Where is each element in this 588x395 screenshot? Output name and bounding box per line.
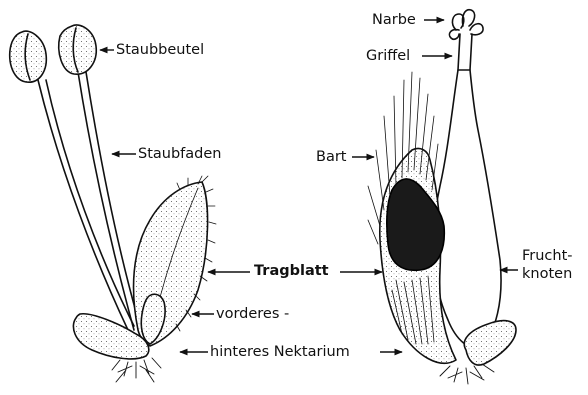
label-narbe: Narbe: [372, 12, 416, 28]
label-bart: Bart: [316, 149, 346, 165]
filament-left-inner: [46, 80, 134, 326]
label-staubfaden: Staubfaden: [138, 146, 221, 162]
filament-right: [78, 72, 134, 330]
right-flower-drawing: [368, 10, 516, 384]
nectary-right: [464, 321, 516, 365]
stigma: [449, 10, 483, 40]
label-staubbeutel: Staubbeutel: [116, 42, 204, 58]
label-hinteres-nektarium: hinteres Nektarium: [210, 344, 350, 360]
label-vorderes: vorderes -: [216, 306, 289, 322]
filament-right-inner: [86, 72, 140, 326]
label-frucht-line2: knoten: [522, 266, 572, 282]
style: [458, 34, 472, 70]
label-frucht-line1: Frucht-: [522, 248, 573, 264]
ovary: [433, 70, 501, 348]
left-flower-drawing: [10, 25, 216, 382]
label-griffel: Griffel: [366, 48, 410, 64]
anther-right: [59, 25, 96, 74]
label-tragblatt: Tragblatt: [254, 263, 329, 279]
